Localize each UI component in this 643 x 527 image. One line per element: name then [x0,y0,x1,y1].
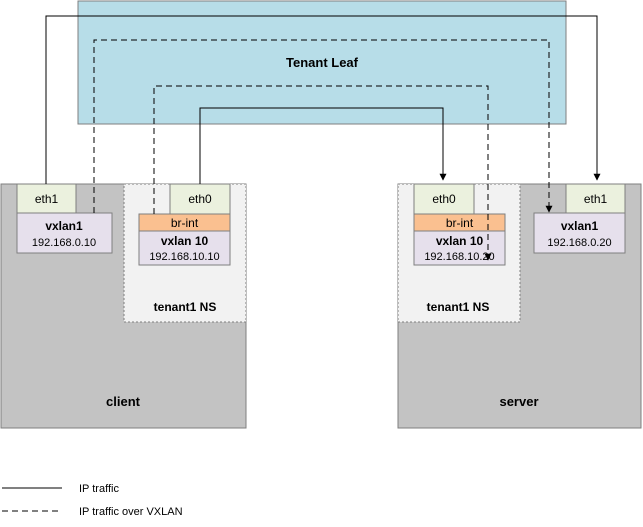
tenant-leaf-box [77,0,567,125]
client-label: client [106,394,141,409]
client-eth1-label: eth1 [35,192,59,206]
server-vxlan10-name: vxlan 10 [436,234,484,248]
ip-traffic-path-eth1 [45,15,601,184]
ip-traffic-path-eth0 [199,107,447,184]
vxlan-traffic-path-vxlan10 [153,85,492,261]
server-vxlan1-name: vxlan1 [561,219,599,233]
client-vxlan1-name: vxlan1 [45,219,83,233]
vxlan-traffic-path-vxlan1 [93,39,553,213]
server-tenant-ns-label: tenant1 NS [427,300,490,314]
server-eth0-label: eth0 [432,192,456,206]
server-vxlan1-box [533,212,626,254]
server-label: server [499,394,538,409]
client-br-int-label: br-int [171,216,199,230]
client-vxlan10-ip: 192.168.10.10 [149,251,219,263]
tenant-leaf-label: Tenant Leaf [286,55,359,70]
legend-dashed-label: IP traffic over VXLAN [79,506,183,518]
client-tenant-ns-label: tenant1 NS [154,300,217,314]
client-vxlan1-ip: 192.168.0.10 [32,237,96,249]
server-vxlan10-ip: 192.168.10.20 [424,251,494,263]
server-eth1-label: eth1 [584,192,608,206]
client-vxlan1-box [16,212,113,254]
client-eth0-label: eth0 [188,192,212,206]
legend-solid-label: IP traffic [79,483,119,495]
server-vxlan1-ip: 192.168.0.20 [547,237,611,249]
client-vxlan10-name: vxlan 10 [161,234,209,248]
client-vxlan10-box [138,230,231,266]
server-eth1-box [565,183,626,214]
server-br-int-label: br-int [446,216,474,230]
